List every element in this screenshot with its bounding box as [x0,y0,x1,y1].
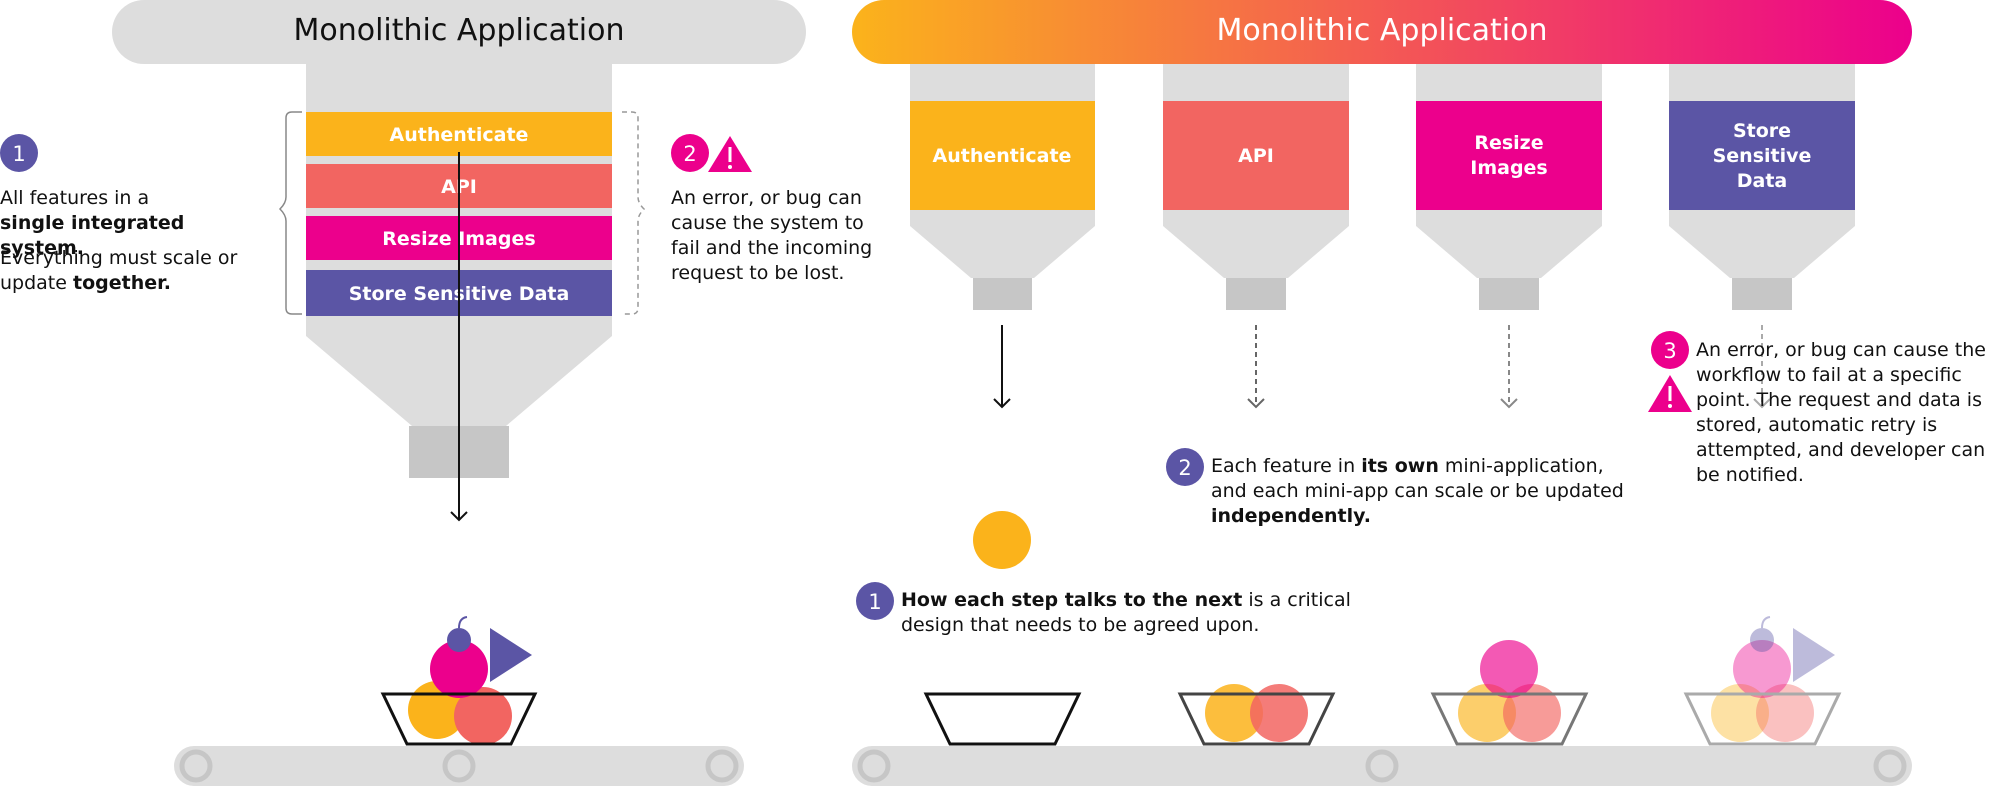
left-note-1: All features in a single integrated syst… [0,187,185,259]
svg-text:3: 3 [1663,339,1676,363]
left-title-bar [112,0,806,64]
svg-text:Authenticate: Authenticate [933,145,1072,167]
svg-text:Resize: Resize [1474,132,1543,154]
right-title-bar [852,0,1912,64]
svg-text:Store: Store [1733,120,1791,142]
service-hopper-authenticate: Authenticate [910,64,1095,310]
left-badge-1-label: 1 [12,142,25,166]
right-note-1: How each step talks to the next is a cri… [901,589,1351,636]
warning-triangle-icon [1648,375,1692,412]
left-brace-dashed [622,111,646,315]
right-note-2: Each feature in its own mini-application… [1211,455,1624,527]
left-flow-arrowhead [450,511,468,522]
left-conveyor-rollers [179,749,739,783]
left-badge-2-label: 2 [683,142,696,166]
svg-text:Sensitive: Sensitive [1713,145,1812,167]
bowl-empty [923,692,1082,746]
service-hopper-resize-images: Resize Images [1416,64,1602,310]
right-badge-3 [1651,331,1689,369]
right-microservices: Monolithic Application Authenticate API … [852,0,1912,786]
bowl-full-faded [1683,616,1842,746]
warning-triangle-icon [708,136,752,172]
left-badge-2 [671,134,709,172]
layer-authenticate [306,112,612,156]
right-note-3: An error, or bug can cause the workflow … [1696,339,1986,486]
layer-authenticate-label: Authenticate [390,124,529,146]
left-brace-solid [278,111,302,315]
left-bowl-full [380,616,538,746]
svg-text:Images: Images [1470,157,1547,179]
right-badge-1 [856,582,894,620]
svg-text:Data: Data [1737,170,1788,192]
right-conveyor-rollers [857,749,1907,783]
service-hopper-store-sensitive-data: Store Sensitive Data [1669,64,1855,310]
svg-text:1: 1 [868,590,881,614]
svg-text:API: API [1238,145,1274,167]
right-title: Monolithic Application [1216,13,1547,48]
left-note-1b: Everything must scale or update together… [0,247,238,294]
bowl-two-items [1177,684,1336,746]
left-monolith: Monolithic Application Authenticate API … [0,0,806,786]
service-hopper-api: API [1163,64,1349,310]
right-badge-2 [1166,448,1204,486]
left-badge-1 [0,134,38,172]
left-note-2: An error, or bug can cause the system to… [671,187,873,284]
svg-text:2: 2 [1178,456,1191,480]
left-title: Monolithic Application [293,13,624,48]
bowl-three-items [1430,640,1589,746]
request-ball [973,511,1031,569]
left-hopper-top [306,64,612,112]
